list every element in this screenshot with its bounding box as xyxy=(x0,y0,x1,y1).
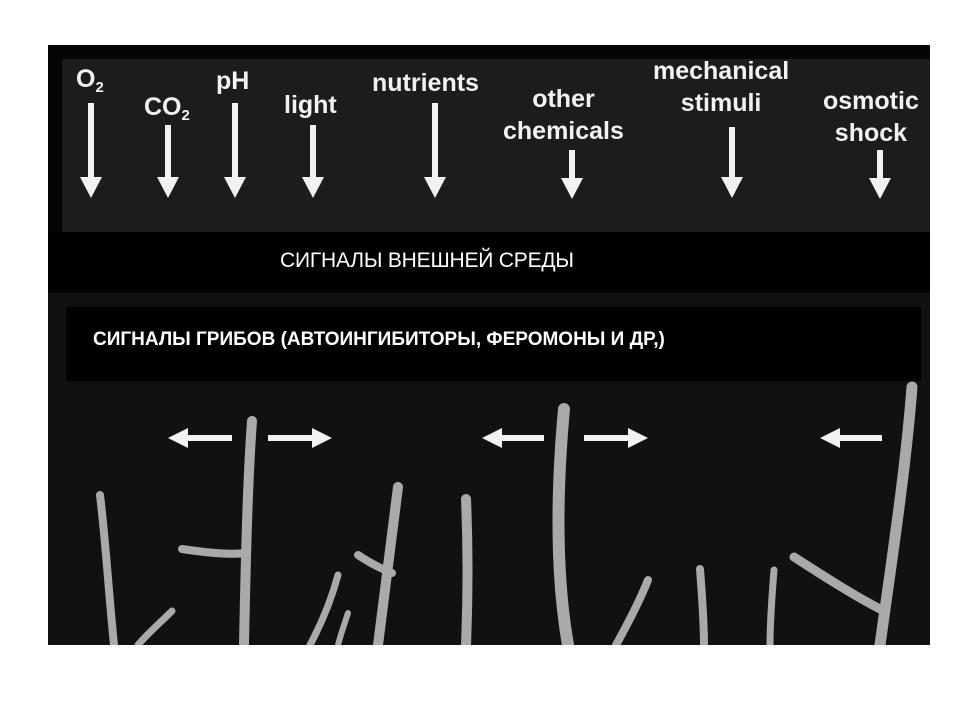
signal-osmotic-shock-label: osmotic shock xyxy=(823,85,919,149)
signal-mechanical-stimuli-label: mechanical stimuli xyxy=(653,55,789,119)
environment-signals-label: СИГНАЛЫ ВНЕШНЕЙ СРЕДЫ xyxy=(280,249,574,272)
down-arrow-icon xyxy=(302,125,324,198)
figure-panel: O2 CO2 pH light nutrients other chemical… xyxy=(48,45,930,645)
signal-mechanical-stimuli-line1: mechanical xyxy=(653,57,790,85)
hypha xyxy=(766,566,778,645)
signal-nutrients-main: nutrients xyxy=(372,69,479,97)
hypha xyxy=(335,610,351,645)
hypha-branch xyxy=(612,576,652,645)
signal-ph-label: pH xyxy=(216,65,249,97)
right-arrow-icon xyxy=(268,428,332,448)
left-arrow-icon xyxy=(168,428,232,448)
down-arrow-icon xyxy=(224,103,246,198)
hypha xyxy=(461,494,473,645)
signal-osmotic-shock-line2: shock xyxy=(834,119,908,147)
hypha xyxy=(239,416,257,645)
hyphae-drawing xyxy=(96,381,918,645)
signal-light-label: light xyxy=(284,89,337,121)
hypha-branch xyxy=(178,545,250,558)
hypha xyxy=(696,565,708,645)
signal-o2-sub: 2 xyxy=(95,79,104,96)
signal-o2-main: O xyxy=(76,65,96,93)
signal-other-chemicals-label: other chemicals xyxy=(503,83,624,147)
signal-co2-label: CO2 xyxy=(144,91,190,132)
signal-ph-main: pH xyxy=(216,67,250,95)
down-arrow-icon xyxy=(721,127,743,198)
left-arrow-icon xyxy=(820,428,882,448)
down-arrow-icon xyxy=(157,125,179,198)
hypha-branch xyxy=(134,607,176,645)
down-arrow-icon xyxy=(561,150,583,199)
hypha xyxy=(373,482,403,645)
left-arrow-icon xyxy=(482,428,544,448)
signal-other-chemicals-line1: other xyxy=(532,85,595,113)
down-arrow-icon xyxy=(869,150,891,199)
hypha xyxy=(306,571,342,645)
hypha xyxy=(96,491,118,645)
fungal-signals-box xyxy=(66,307,921,381)
hypha xyxy=(552,403,574,645)
fungal-signals-label: СИГНАЛЫ ГРИБОВ (АВТОИНГИБИТОРЫ, ФЕРОМОНЫ… xyxy=(93,329,665,350)
hypha-branch xyxy=(789,552,889,616)
signal-osmotic-shock-line1: osmotic xyxy=(823,87,919,115)
environment-signals-bar xyxy=(48,232,930,290)
signal-co2-main: CO xyxy=(144,93,182,121)
signal-nutrients-label: nutrients xyxy=(372,67,479,99)
down-arrow-icon xyxy=(80,103,102,198)
right-arrow-icon xyxy=(584,428,648,448)
hypha xyxy=(874,381,918,645)
signal-o2-label: O2 xyxy=(76,63,104,104)
signal-light-main: light xyxy=(284,91,337,119)
down-arrow-icon xyxy=(424,103,446,198)
signal-other-chemicals-line2: chemicals xyxy=(503,117,624,145)
signal-mechanical-stimuli-line2: stimuli xyxy=(680,89,762,117)
signal-co2-sub: 2 xyxy=(181,107,190,124)
hypha-branch xyxy=(354,551,396,577)
